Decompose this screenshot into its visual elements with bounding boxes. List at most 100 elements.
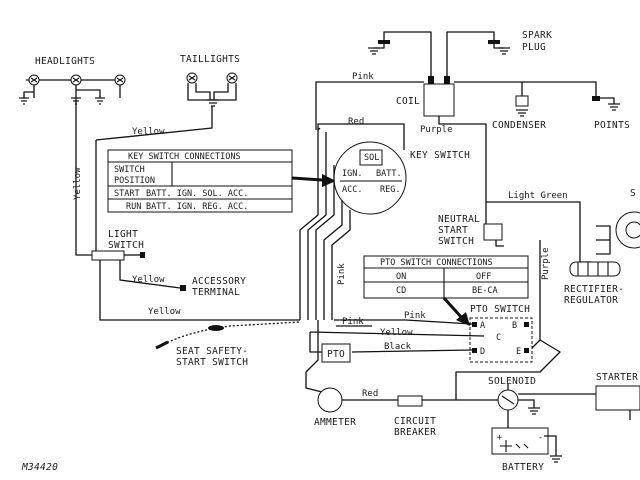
spark-plug-label-1: SPARK	[522, 30, 552, 41]
pto-table-header-on: ON	[396, 272, 406, 282]
wire-label-pink-left: Pink	[342, 317, 364, 327]
seat-safety-label-2: START SWITCH	[176, 357, 248, 368]
starter-label: STARTER	[596, 372, 638, 383]
wire-spark-1	[383, 31, 432, 76]
pto-table-title: PTO SWITCH CONNECTIONS	[380, 258, 493, 268]
key-terminal-batt: BATT.	[376, 169, 402, 179]
key-table-row-run-connections: BATT. IGN. REG. ACC.	[146, 202, 248, 212]
wire-label-pink-pto: Pink	[404, 311, 426, 321]
wire-accessory	[119, 260, 181, 289]
wire-spark-2	[446, 31, 495, 76]
wire-harness-1	[299, 127, 321, 320]
wire-coil-points	[454, 81, 597, 96]
neutral-start-switch: NEUTRAL START SWITCH	[438, 214, 504, 247]
wire-harness-4	[323, 200, 343, 320]
headlight-bulb-2	[70, 74, 82, 98]
wire-pink-pto	[334, 319, 473, 325]
rectifier-regulator: RECTIFIER- REGULATOR	[564, 230, 624, 306]
spark-plug-label-2: PLUG	[522, 42, 546, 53]
pto-terminal-e: E	[516, 347, 521, 357]
wire-breaker-pto	[422, 339, 561, 401]
circuit-breaker: CIRCUIT BREAKER	[394, 395, 436, 438]
wire-ammeter-up	[305, 320, 323, 393]
svg-text:-: -	[538, 433, 543, 443]
key-table-position-header-1: SWITCH	[114, 165, 145, 175]
accessory-terminal: ACCESSORY TERMINAL	[180, 276, 246, 298]
points: POINTS	[592, 96, 630, 131]
key-table-title: KEY SWITCH CONNECTIONS	[128, 152, 241, 162]
svg-text:+: +	[497, 433, 502, 443]
pto-table-value-on: CD	[396, 286, 406, 296]
wire-label-yellow-tail: Yellow	[132, 127, 165, 137]
solenoid-label: SOLENOID	[488, 376, 536, 387]
wire-label-light-green: Light Green	[508, 191, 568, 201]
wire-label-yellow-accessory: Yellow	[132, 275, 165, 285]
light-switch-label-2: SWITCH	[108, 240, 144, 251]
figure-id: M34420	[21, 462, 58, 473]
key-switch-connections-table: KEY SWITCH CONNECTIONS SWITCH POSITION S…	[107, 149, 293, 213]
taillights: TAILLIGHTS	[95, 54, 240, 141]
key-terminal-sol: SOL	[364, 153, 379, 163]
pto-table-value-off: BE-CA	[472, 286, 498, 296]
pto-label: PTO	[327, 349, 345, 360]
neutral-start-label-2: START	[438, 225, 468, 236]
wire-label-yellow-lower: Yellow	[148, 307, 181, 317]
stator: S	[596, 188, 640, 255]
condenser: CONDENSER	[492, 82, 546, 131]
wire-red-key	[317, 123, 405, 150]
rectifier-label-1: RECTIFIER-	[564, 284, 624, 295]
wire-harness-5	[331, 210, 351, 320]
circuit-breaker-label-2: BREAKER	[394, 427, 436, 438]
key-table-position-header-2: POSITION	[114, 176, 155, 186]
headlight-bulb-3	[114, 74, 126, 98]
ammeter: AMMETER	[314, 387, 356, 428]
pto-switch: PTO SWITCH A B C D E	[469, 304, 533, 363]
ammeter-label: AMMETER	[314, 417, 356, 428]
headlight-bulb-1	[28, 74, 40, 98]
wire-label-yellow-vertical: Yellow	[73, 167, 83, 200]
accessory-terminal-label-1: ACCESSORY	[192, 276, 246, 287]
taillight-bulb-2	[226, 72, 238, 84]
key-terminal-ign: IGN.	[342, 169, 362, 179]
accessory-terminal-label-2: TERMINAL	[192, 287, 240, 298]
wire-pink-top	[315, 81, 424, 130]
headlights: HEADLIGHTS	[19, 56, 126, 150]
key-table-row-start-position: START	[114, 189, 140, 199]
wire-yellow-pto	[309, 331, 485, 337]
condenser-label: CONDENSER	[492, 120, 546, 131]
wire-headlight-yellow	[75, 150, 96, 256]
wire-label-pink-top: Pink	[352, 72, 374, 82]
circuit-breaker-label-1: CIRCUIT	[394, 416, 436, 427]
wire-black-pto	[351, 349, 473, 353]
starter: STARTER	[595, 372, 640, 420]
pto: PTO	[309, 332, 351, 363]
wire-label-purple-vertical: Purple	[541, 247, 551, 280]
wire-purple	[438, 116, 487, 240]
key-switch-label: KEY SWITCH	[410, 150, 470, 161]
spark-plug-right	[488, 40, 510, 55]
ground-headlight-1	[19, 97, 29, 105]
seat-safety-label-1: SEAT SAFETY-	[176, 346, 248, 357]
headlights-label: HEADLIGHTS	[35, 56, 95, 67]
wire-label-red-top: Red	[348, 117, 364, 127]
pto-terminal-b: B	[512, 321, 517, 331]
pto-switch-connections-table: PTO SWITCH CONNECTIONS ON OFF CD BE-CA	[363, 255, 529, 299]
wire-harness-3	[315, 165, 335, 320]
battery-label: BATTERY	[502, 462, 544, 473]
svg-text:S: S	[630, 188, 636, 199]
wire-label-red-bottom: Red	[362, 389, 378, 399]
spark-plug-left	[368, 40, 390, 55]
light-switch-label-1: LIGHT	[108, 229, 138, 240]
seat-safety-switch: SEAT SAFETY- START SWITCH	[155, 321, 301, 368]
battery: + - BATTERY	[491, 410, 562, 473]
coil: COIL	[396, 76, 455, 117]
light-switch: LIGHT SWITCH	[91, 229, 145, 261]
key-terminal-acc: ACC.	[342, 185, 362, 195]
neutral-start-label-1: NEUTRAL	[438, 214, 480, 225]
pto-terminal-c: C	[496, 333, 501, 343]
wire-light-green	[486, 201, 581, 230]
key-switch: KEY SWITCH SOL IGN. BATT. ACC. REG.	[333, 141, 470, 215]
pto-terminal-d: D	[480, 347, 485, 357]
pto-terminal-a: A	[480, 321, 485, 331]
wire-harness-2	[307, 132, 327, 320]
